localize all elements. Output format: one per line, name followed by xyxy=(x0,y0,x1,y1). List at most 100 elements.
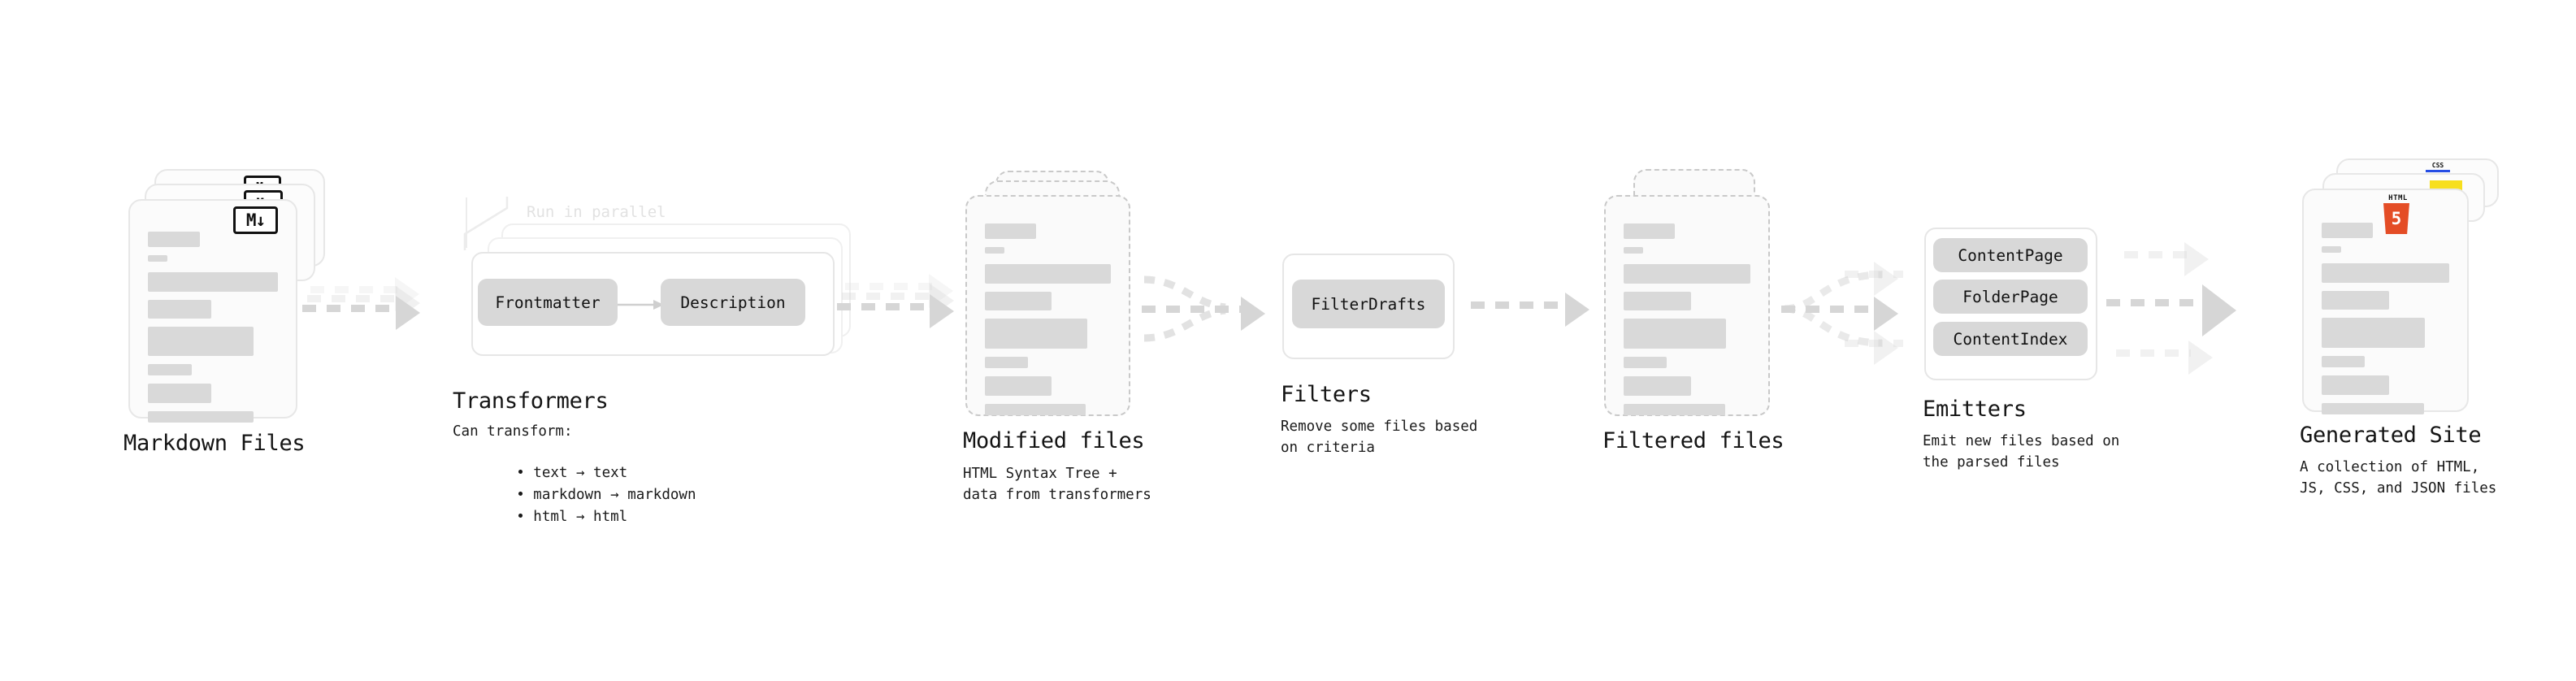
content-bar xyxy=(985,223,1036,239)
markdown-icon: M↓ xyxy=(233,206,278,234)
content-bar xyxy=(2322,291,2390,310)
generated-site-subtitle: A collection of HTML, JS, CSS, and JSON … xyxy=(2300,459,2497,497)
emitter-chip-contentpage[interactable]: ContentPage xyxy=(1933,238,2088,272)
content-bar xyxy=(148,232,200,247)
bullet-glyph: • xyxy=(516,509,534,526)
modified-file-content xyxy=(985,223,1111,423)
filtered-file-content xyxy=(1624,223,1750,423)
arrow-head xyxy=(396,296,420,330)
markdown-file-content xyxy=(148,232,278,431)
arrow-line xyxy=(1845,340,1903,347)
content-bar xyxy=(1624,264,1750,284)
run-in-parallel-label: Run in parallel xyxy=(527,203,666,221)
bullet-glyph: • xyxy=(516,487,534,504)
content-bar xyxy=(1624,357,1667,368)
arrow-line xyxy=(845,283,933,290)
filter-chip-filterdrafts[interactable]: FilterDrafts xyxy=(1292,280,1445,328)
emitter-chip-folderpage[interactable]: FolderPage xyxy=(1933,280,2088,314)
site-file-content xyxy=(2322,223,2449,423)
arrow-head xyxy=(2188,340,2213,375)
emitters-subtitle: Emit new files based on the parsed files xyxy=(1923,433,2120,471)
css3-icon-label: CSS xyxy=(2431,162,2444,169)
content-bar xyxy=(985,376,1052,396)
generated-site-title: Generated Site xyxy=(2300,423,2482,448)
content-bar xyxy=(148,255,167,262)
arrow-line xyxy=(842,293,933,300)
content-bar xyxy=(2322,318,2426,348)
arrow-line xyxy=(1142,306,1243,313)
content-bar xyxy=(148,300,212,319)
html5-icon: HTML xyxy=(2383,195,2413,234)
arrow-line xyxy=(2106,299,2205,306)
transformer-chip-description[interactable]: Description xyxy=(661,279,805,326)
arrow-line xyxy=(2116,349,2191,357)
content-bar xyxy=(985,247,1004,254)
arrow-head xyxy=(1874,262,1898,296)
content-bar xyxy=(985,264,1111,284)
arrow-line xyxy=(837,303,933,310)
content-bar xyxy=(2322,263,2449,283)
bullet-text: html → html xyxy=(533,509,628,526)
filters-title: Filters xyxy=(1281,382,1372,407)
content-bar xyxy=(1624,223,1675,239)
transformers-title: Transformers xyxy=(453,388,609,414)
arrow-line xyxy=(302,305,400,312)
content-bar xyxy=(1624,292,1691,310)
run-in-parallel-bracket-line xyxy=(463,197,509,250)
transformers-bullet-1: • text → text xyxy=(465,441,627,505)
arrow-line xyxy=(1471,301,1567,309)
html5-icon-shield xyxy=(2383,203,2409,234)
html5-icon-label: HTML xyxy=(2388,194,2408,202)
content-bar xyxy=(148,272,278,292)
bullet-text: markdown → markdown xyxy=(533,487,696,504)
transformer-flow-arrow xyxy=(618,300,664,310)
content-bar xyxy=(148,364,193,375)
arrow-head xyxy=(1241,297,1265,331)
content-bar xyxy=(2322,375,2390,395)
transformers-bullet-3: • html → html xyxy=(465,485,627,549)
content-bar xyxy=(148,411,254,423)
arrow-line xyxy=(310,286,400,293)
arrow-line xyxy=(307,295,401,302)
arrow-head xyxy=(2202,284,2236,336)
content-bar xyxy=(2322,356,2366,367)
emitter-chip-contentindex[interactable]: ContentIndex xyxy=(1933,322,2088,356)
arrow-line xyxy=(1845,271,1903,278)
arrow-line xyxy=(1781,306,1877,313)
arrow-head xyxy=(1874,297,1898,331)
arrow-line xyxy=(2124,251,2191,258)
arrow-head xyxy=(930,294,954,328)
bullet-text: text → text xyxy=(533,465,628,482)
transformer-chip-frontmatter[interactable]: Frontmatter xyxy=(478,279,618,326)
content-bar xyxy=(2322,403,2424,414)
content-bar xyxy=(985,404,1086,415)
arrow-converge-lines xyxy=(1143,275,1226,342)
content-bar xyxy=(985,357,1028,368)
arrow-head xyxy=(1874,331,1898,365)
transformers-subtitle: Can transform: xyxy=(453,423,573,440)
modified-files-title: Modified files xyxy=(963,428,1145,453)
content-bar xyxy=(1624,319,1727,349)
run-in-parallel-bracket xyxy=(466,197,467,248)
filtered-files-title: Filtered files xyxy=(1602,428,1785,453)
css3-icon: CSS xyxy=(2426,163,2450,172)
transformers-bullet-2: • markdown → markdown xyxy=(465,463,696,527)
content-bar xyxy=(985,292,1052,310)
content-bar xyxy=(2322,246,2341,253)
content-bar xyxy=(1624,376,1691,396)
content-bar xyxy=(985,319,1087,349)
markdown-file-card-front xyxy=(128,199,297,423)
markdown-files-title: Markdown Files xyxy=(124,431,306,456)
arrow-head xyxy=(1565,293,1589,327)
arrow-head xyxy=(2184,242,2209,276)
modified-file-card-front xyxy=(965,195,1130,416)
css3-icon-underline xyxy=(2426,170,2450,172)
content-bar xyxy=(1624,247,1643,254)
content-bar xyxy=(148,327,254,356)
filters-subtitle: Remove some files based on criteria xyxy=(1281,419,1478,457)
modified-files-subtitle: HTML Syntax Tree + data from transformer… xyxy=(963,466,1151,504)
filtered-file-card-front xyxy=(1604,195,1770,416)
content-bar xyxy=(148,384,212,403)
content-bar xyxy=(2322,223,2373,238)
